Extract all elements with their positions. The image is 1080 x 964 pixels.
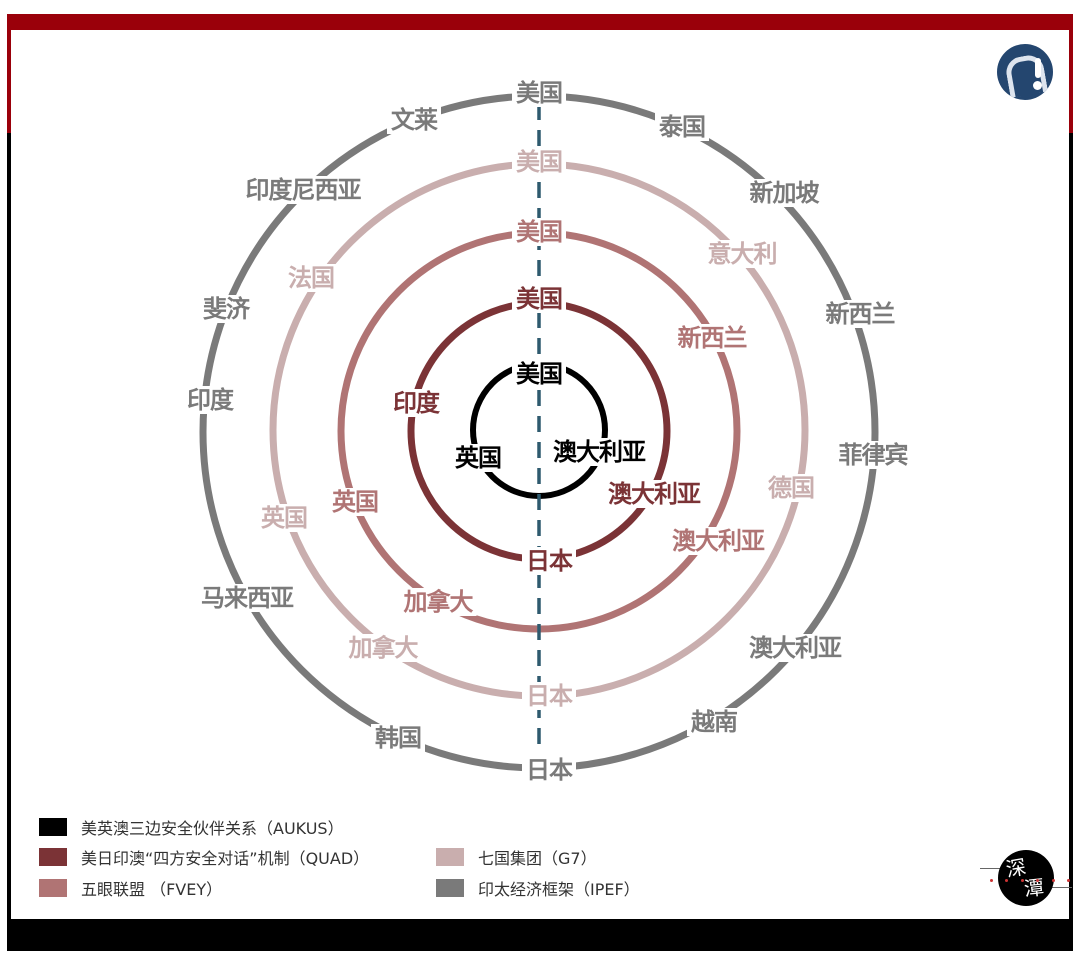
legend-label-g7: 七国集团（G7） <box>478 849 597 868</box>
legend-item-g7: 七国集团（G7） <box>436 845 597 869</box>
bottom-frame-bar <box>7 919 1073 951</box>
label-g7-germany: 德国 <box>764 474 818 502</box>
label-ipef-brunei: 文莱 <box>387 106 441 134</box>
legend-item-quad: 美日印澳“四方安全对话”机制（QUAD） <box>39 845 369 869</box>
publisher-logo-icon <box>997 44 1053 100</box>
label-ipef-indonesia: 印度尼西亚 <box>241 176 365 204</box>
legend-label-fvey: 五眼联盟 （FVEY） <box>81 880 223 899</box>
legend-swatch-ipef <box>436 879 464 897</box>
label-ipef-singapore: 新加坡 <box>745 179 823 207</box>
label-fvey-new-zealand: 新西兰 <box>673 324 751 352</box>
top-frame-bar <box>7 14 1073 30</box>
legend-item-fvey: 五眼联盟 （FVEY） <box>39 876 222 900</box>
label-fvey-usa: 美国 <box>512 218 566 246</box>
label-quad-australia: 澳大利亚 <box>604 480 704 508</box>
label-g7-france: 法国 <box>284 264 338 292</box>
legend-swatch-g7 <box>436 848 464 866</box>
legend-label-aukus: 美英澳三边安全伙伴关系（AUKUS） <box>81 819 344 838</box>
legend-item-ipef: 印太经济框架（IPEF） <box>436 876 640 900</box>
legend-label-ipef: 印太经济框架（IPEF） <box>478 880 640 899</box>
seal-line-left <box>980 868 1002 869</box>
label-ipef-japan: 日本 <box>522 756 576 784</box>
label-aukus-australia: 澳大利亚 <box>549 438 649 466</box>
label-ipef-fiji: 斐济 <box>199 295 253 323</box>
label-fvey-canada: 加拿大 <box>399 588 477 616</box>
frame-right-black <box>1069 133 1073 923</box>
label-ipef-new-zealand: 新西兰 <box>821 300 899 328</box>
label-ipef-vietnam: 越南 <box>687 708 741 736</box>
frame-left-black <box>7 133 11 923</box>
seal-line-right <box>1052 887 1072 888</box>
label-g7-canada: 加拿大 <box>344 634 422 662</box>
legend-label-quad: 美日印澳“四方安全对话”机制（QUAD） <box>81 849 370 868</box>
legend-item-aukus: 美英澳三边安全伙伴关系（AUKUS） <box>39 815 344 839</box>
legend-swatch-fvey <box>39 879 67 897</box>
label-ipef-australia: 澳大利亚 <box>745 634 845 662</box>
label-fvey-australia: 澳大利亚 <box>668 527 768 555</box>
frame-left-red <box>7 14 11 134</box>
seal-dots <box>990 879 1070 883</box>
label-quad-india: 印度 <box>389 389 443 417</box>
label-aukus-uk: 英国 <box>451 444 505 472</box>
label-ipef-india: 印度 <box>183 386 237 414</box>
label-g7-usa: 美国 <box>512 148 566 176</box>
label-ipef-korea: 韩国 <box>371 724 425 752</box>
label-quad-japan: 日本 <box>522 547 576 575</box>
label-fvey-uk: 英国 <box>328 488 382 516</box>
label-ipef-philippines: 菲律宾 <box>834 441 912 469</box>
legend-swatch-quad <box>39 848 67 866</box>
label-g7-italy: 意大利 <box>703 240 781 268</box>
label-ipef-thailand: 泰国 <box>655 113 709 141</box>
brand-seal-icon: 深 潭 <box>998 850 1054 906</box>
label-quad-usa: 美国 <box>512 285 566 313</box>
label-g7-japan: 日本 <box>522 682 576 710</box>
label-aukus-usa: 美国 <box>512 360 566 388</box>
frame-right-red <box>1069 14 1073 134</box>
label-ipef-usa: 美国 <box>512 79 566 107</box>
label-g7-uk: 英国 <box>257 504 311 532</box>
legend-swatch-aukus <box>39 818 67 836</box>
label-ipef-malaysia: 马来西亚 <box>197 584 297 612</box>
